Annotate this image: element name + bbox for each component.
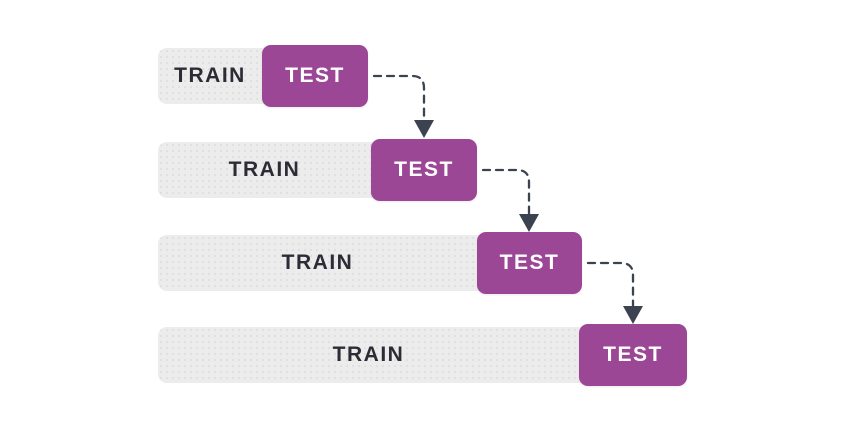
test-block-2: TEST [371,139,477,201]
arrowhead-icon [519,214,539,232]
train-label-1: TRAIN [174,64,246,87]
arrowhead-icon [414,120,434,138]
train-label-3: TRAIN [281,251,354,274]
train-label-2: TRAIN [228,158,301,181]
train-bar-3: TRAIN [158,235,488,291]
test-label-3: TEST [499,251,560,274]
dashed-arrow-2 [481,168,539,232]
train-label-4: TRAIN [332,343,405,366]
train-bar-2: TRAIN [158,142,398,198]
arrowhead-icon [623,306,643,324]
test-label-2: TEST [394,158,454,181]
test-label-4: TEST [603,343,663,366]
dashed-arrow-3 [586,261,643,324]
test-block-4: TEST [579,324,687,386]
train-bar-4: TRAIN [158,327,598,383]
dashed-arrow-1 [372,74,434,138]
test-block-3: TEST [477,232,582,294]
test-block-1: TEST [262,45,368,107]
test-label-1: TEST [285,64,345,87]
